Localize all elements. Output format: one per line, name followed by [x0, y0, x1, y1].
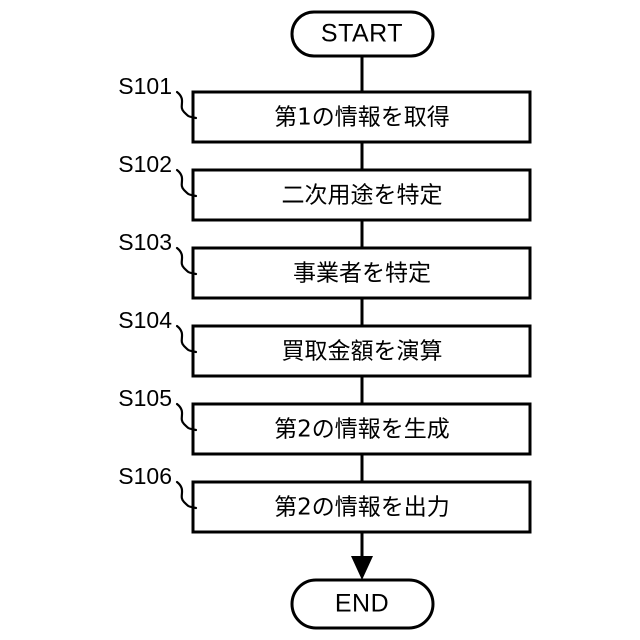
- process-box-s102-text: 二次用途を特定: [282, 183, 443, 209]
- process-box-s105[interactable]: [191, 402, 532, 456]
- leader-line-s103: [175, 246, 198, 276]
- leader-line-s105: [175, 402, 198, 432]
- step-label-s102: S102: [118, 151, 172, 177]
- process-box-s104[interactable]: [191, 324, 532, 378]
- leader-line-s106: [175, 480, 198, 510]
- step-label-s101: S101: [118, 73, 172, 99]
- process-box-s103[interactable]: [191, 246, 532, 300]
- step-label-s105: S105: [118, 385, 172, 411]
- leader-line-s104: [175, 324, 198, 354]
- terminal-start: [290, 10, 435, 58]
- arrow-head-icon: [351, 556, 373, 580]
- process-box-s104-text: 買取金額を演算: [282, 339, 443, 365]
- step-label-s106: S106: [118, 463, 172, 489]
- leader-line-s101: [175, 90, 198, 120]
- terminal-end-label: END: [335, 590, 389, 618]
- terminal-start-label: START: [321, 20, 403, 48]
- process-box-s101-text: 第1の情報を取得: [274, 105, 450, 131]
- step-label-s103: S103: [118, 229, 172, 255]
- process-box-s103-text: 事業者を特定: [293, 261, 431, 287]
- process-box-s106-text: 第2の情報を出力: [274, 495, 450, 521]
- terminal-end: [290, 578, 435, 630]
- process-box-s106[interactable]: [191, 480, 532, 534]
- step-label-s104: S104: [118, 307, 172, 333]
- process-box-s105-text: 第2の情報を生成: [274, 417, 450, 443]
- process-box-s102[interactable]: [191, 168, 532, 222]
- process-box-s101[interactable]: [191, 90, 532, 144]
- leader-line-s102: [175, 168, 198, 198]
